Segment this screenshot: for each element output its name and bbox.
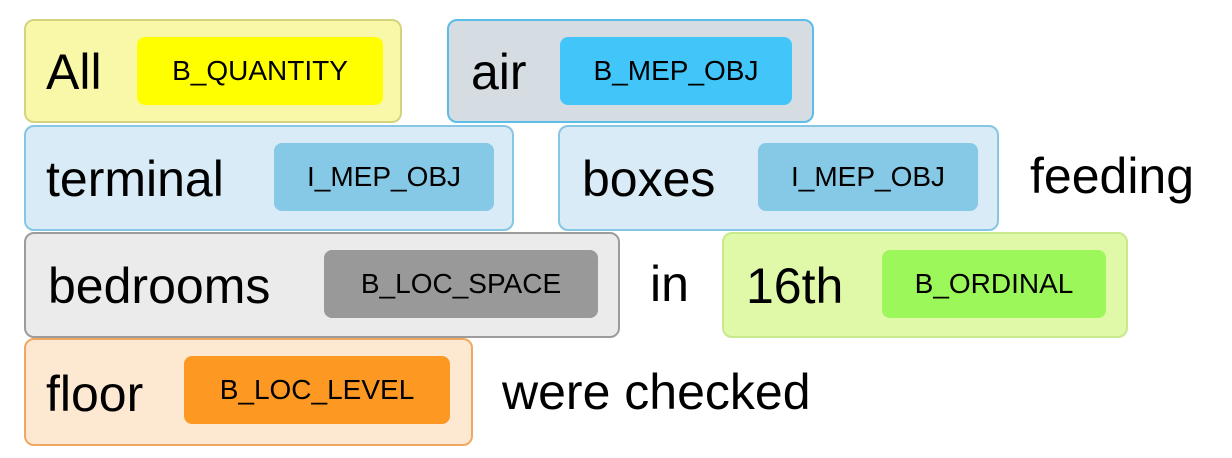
entity-tag: B_LOC_SPACE: [324, 250, 598, 318]
plain-word-in: in: [650, 256, 689, 312]
token-word: terminal: [46, 151, 224, 207]
entity-tag: B_MEP_OBJ: [560, 37, 792, 105]
token-word: bedrooms: [48, 258, 271, 314]
entity-span-bedrooms: bedrooms B_LOC_SPACE: [24, 232, 620, 338]
token-word: boxes: [582, 151, 716, 207]
entity-span-16th: 16th B_ORDINAL: [722, 232, 1128, 338]
entity-tag: I_MEP_OBJ: [758, 143, 978, 211]
entity-span-floor: floor B_LOC_LEVEL: [24, 338, 473, 446]
entity-span-all: All B_QUANTITY: [24, 19, 402, 123]
entity-tag: I_MEP_OBJ: [274, 143, 494, 211]
token-word: All: [46, 44, 102, 100]
entity-span-boxes: boxes I_MEP_OBJ: [558, 125, 999, 231]
entity-tag: B_QUANTITY: [137, 37, 383, 105]
entity-span-terminal: terminal I_MEP_OBJ: [24, 125, 514, 231]
plain-word-feeding: feeding: [1030, 148, 1195, 204]
token-word: air: [471, 44, 527, 100]
entity-span-air: air B_MEP_OBJ: [447, 19, 814, 123]
plain-words-were-checked: were checked: [502, 364, 811, 420]
token-word: floor: [46, 366, 144, 422]
entity-tag: B_LOC_LEVEL: [184, 356, 450, 424]
token-word: 16th: [746, 258, 844, 314]
entity-tag: B_ORDINAL: [882, 250, 1106, 318]
